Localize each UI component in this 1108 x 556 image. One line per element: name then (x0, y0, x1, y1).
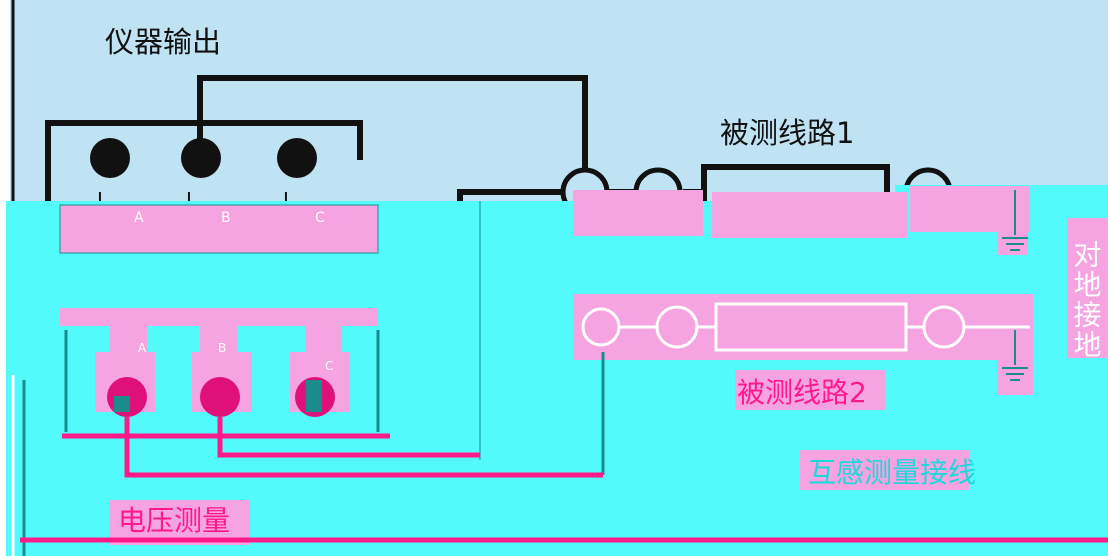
upper-outlines (59, 201, 481, 460)
mutual-label: 互感测量接线 (808, 456, 976, 489)
terminal-ib-dot (181, 138, 221, 178)
highlights-upper (60, 186, 1107, 358)
output-title: 仪器输出 (105, 25, 221, 59)
voltage-marker-a (114, 396, 130, 412)
terminal-ib-letter: I (186, 188, 192, 212)
terminal-sub-a: A (134, 210, 144, 226)
ground-label: 对地接地 (1070, 240, 1103, 360)
voltage-terminal-b (200, 377, 240, 417)
terminal-ic-dot (277, 138, 317, 178)
voltage-wiring (20, 417, 1108, 543)
voltage-label: 电压测量 (118, 504, 230, 537)
terminal-ia-dot (90, 138, 130, 178)
voltage-label-c: C (325, 359, 333, 373)
voltage-marker-c (306, 380, 322, 412)
ground-symbol-1 (1002, 190, 1028, 251)
line1-label: 被测线路1 (720, 116, 854, 150)
ground-symbol-2 (1002, 330, 1028, 381)
terminal-ic-letter: I (283, 188, 289, 212)
terminal-ia-letter: I (97, 188, 103, 212)
terminal-sub-c: C (315, 210, 325, 226)
voltage-label-b: B (218, 341, 226, 355)
line2-label: 被测线路2 (737, 376, 867, 409)
voltage-label-a: A (138, 341, 147, 355)
terminal-sub-b: B (221, 210, 231, 226)
